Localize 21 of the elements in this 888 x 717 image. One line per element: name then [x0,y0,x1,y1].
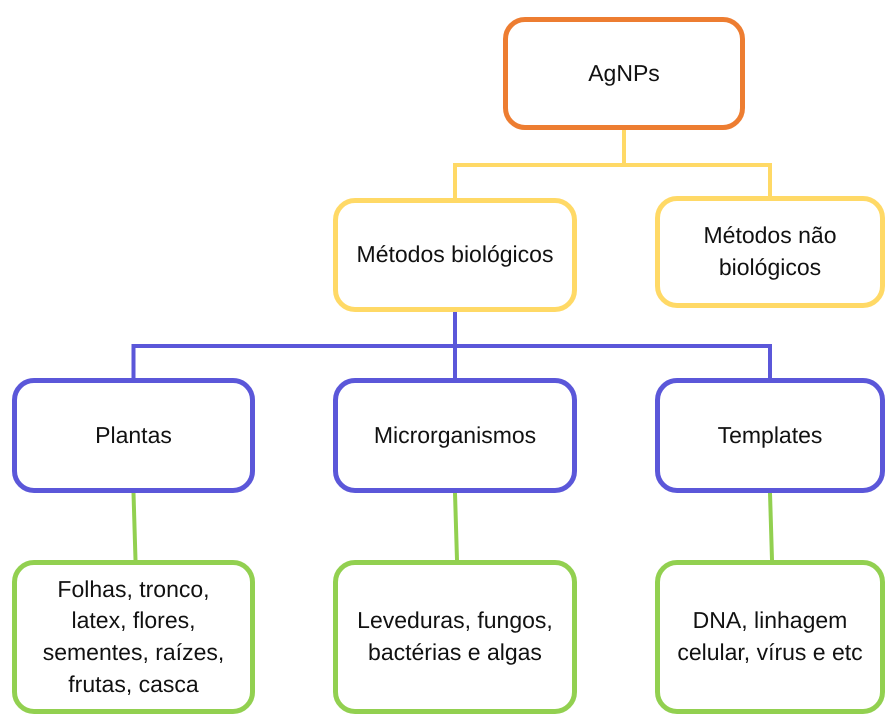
category-box [333,378,577,493]
category-box [12,560,255,714]
category-box [655,560,885,714]
node-label: AgNPs [588,58,660,88]
connector-line [453,492,459,560]
node-label: Métodos biológicos [356,240,554,270]
node-label: Plantas [95,420,172,450]
node-label: Métodos não biológicos [702,221,838,282]
node-label: DNA, linhagem celular, vírus e etc [676,606,864,667]
connector-line [768,492,774,560]
node-label: Microrganismos [374,420,536,450]
node-label: Folhas, tronco, latex, flores, sementes, raízes, frutas, casca [42,574,226,699]
category-box [655,378,885,493]
category-box [333,560,577,714]
category-box [333,198,577,312]
category-box [655,196,885,308]
node-label: Templates [718,420,822,450]
category-box [12,378,255,493]
node-label: Leveduras, fungos, bactérias e algas [356,606,554,667]
category-box [503,17,745,130]
connector-line [132,492,138,560]
